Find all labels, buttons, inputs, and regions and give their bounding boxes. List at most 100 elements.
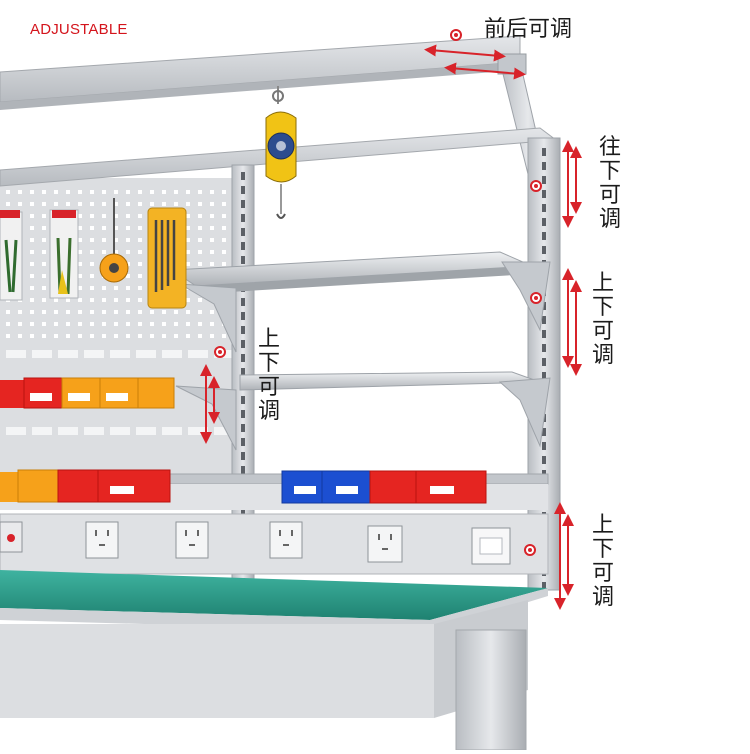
pegboard-hole bbox=[30, 262, 34, 266]
pegboard-hole bbox=[102, 334, 106, 338]
pegboard-hole bbox=[42, 202, 46, 206]
pegboard-hole bbox=[30, 274, 34, 278]
lower-bins bbox=[0, 469, 487, 504]
post-slot bbox=[241, 200, 245, 208]
post-slot bbox=[542, 582, 546, 590]
pegboard-hole bbox=[90, 238, 94, 242]
pegboard-hole bbox=[126, 226, 130, 230]
pegboard-hole bbox=[42, 262, 46, 266]
pegboard-hole bbox=[30, 310, 34, 314]
pegboard-hole bbox=[42, 334, 46, 338]
pegboard-hole bbox=[42, 274, 46, 278]
post-slot bbox=[241, 438, 245, 446]
pegboard-hole bbox=[210, 214, 214, 218]
pegboard-hole bbox=[54, 322, 58, 326]
tape-measure-icon bbox=[99, 198, 129, 283]
pegboard-hole bbox=[30, 238, 34, 242]
pegboard-hole bbox=[90, 322, 94, 326]
pegboard-hole bbox=[78, 250, 82, 254]
pegboard-hole bbox=[186, 238, 190, 242]
pegboard-hole bbox=[90, 190, 94, 194]
pegboard-hole bbox=[114, 334, 118, 338]
pegboard-hole bbox=[198, 334, 202, 338]
post-slot bbox=[241, 242, 245, 250]
balancer-icon bbox=[265, 86, 297, 219]
pegboard-hole bbox=[42, 310, 46, 314]
pegboard-hole bbox=[66, 322, 70, 326]
pegboard-hole bbox=[186, 214, 190, 218]
pegboard-hole bbox=[90, 298, 94, 302]
pegboard-hole bbox=[30, 298, 34, 302]
pegboard-hole bbox=[174, 190, 178, 194]
pegboard-hole bbox=[90, 262, 94, 266]
pegboard-hole bbox=[186, 262, 190, 266]
pegboard-hole bbox=[54, 202, 58, 206]
pegboard-hole bbox=[66, 334, 70, 338]
pegboard-hole bbox=[78, 238, 82, 242]
pegboard-hole bbox=[174, 322, 178, 326]
pegboard-hole bbox=[126, 202, 130, 206]
post-slot bbox=[542, 456, 546, 464]
pegboard-hole bbox=[126, 322, 130, 326]
pegboard-hole bbox=[114, 238, 118, 242]
pegboard-hole bbox=[66, 190, 70, 194]
post-slot bbox=[241, 228, 245, 236]
pegboard-hole bbox=[186, 226, 190, 230]
pegboard-hole bbox=[54, 190, 58, 194]
middle-shelf bbox=[239, 371, 541, 391]
pegboard-hole bbox=[18, 310, 22, 314]
post-slot bbox=[542, 218, 546, 226]
pegboard-hole bbox=[30, 334, 34, 338]
pegboard-hole bbox=[198, 250, 202, 254]
arrow-icon bbox=[200, 44, 582, 610]
post-slot bbox=[241, 452, 245, 460]
pegboard-hole bbox=[90, 334, 94, 338]
post-slot bbox=[241, 312, 245, 320]
pegboard-hole bbox=[162, 322, 166, 326]
pegboard-hole bbox=[42, 298, 46, 302]
post-slot bbox=[241, 466, 245, 474]
pegboard-hole bbox=[126, 298, 130, 302]
pegboard-hole bbox=[66, 298, 70, 302]
post-slot bbox=[542, 344, 546, 352]
pegboard-hole bbox=[18, 322, 22, 326]
pegboard-hole bbox=[30, 226, 34, 230]
pegboard-hole bbox=[54, 298, 58, 302]
post-slot bbox=[542, 162, 546, 170]
pegboard-hole bbox=[90, 310, 94, 314]
post-slot bbox=[542, 204, 546, 212]
depth-adjust-note: 前后可调 bbox=[484, 17, 573, 42]
adjustable-label: ADJUSTABLE bbox=[30, 21, 128, 38]
pegboard-hole bbox=[138, 202, 142, 206]
pegboard-hole bbox=[90, 226, 94, 230]
pegboard-hole bbox=[138, 190, 142, 194]
bench-leg bbox=[455, 629, 527, 751]
pegboard-hole bbox=[42, 238, 46, 242]
pegboard-hole bbox=[126, 250, 130, 254]
pegboard-hole bbox=[138, 214, 142, 218]
pegboard-hole bbox=[66, 310, 70, 314]
pegboard-hole bbox=[186, 202, 190, 206]
pegboard-hole bbox=[162, 334, 166, 338]
pegboard-hole bbox=[42, 250, 46, 254]
pegboard-hole bbox=[186, 190, 190, 194]
pegboard-hole bbox=[138, 334, 142, 338]
pegboard-hole bbox=[114, 190, 118, 194]
pegboard-hole bbox=[6, 322, 10, 326]
shelf-lower-note: 上下可调 bbox=[591, 513, 614, 610]
post-slot bbox=[241, 508, 245, 516]
pegboard-hole bbox=[126, 310, 130, 314]
pegboard-hole bbox=[150, 322, 154, 326]
pegboard-hole bbox=[78, 310, 82, 314]
post-slot bbox=[542, 316, 546, 324]
left-bins bbox=[0, 377, 175, 409]
pegboard-hole bbox=[174, 334, 178, 338]
pegboard-hole bbox=[102, 286, 106, 290]
pegboard-hole bbox=[114, 322, 118, 326]
pegboard-hole bbox=[78, 190, 82, 194]
pegboard-hole bbox=[102, 250, 106, 254]
pegboard-hole bbox=[198, 238, 202, 242]
pegboard-hole bbox=[198, 202, 202, 206]
